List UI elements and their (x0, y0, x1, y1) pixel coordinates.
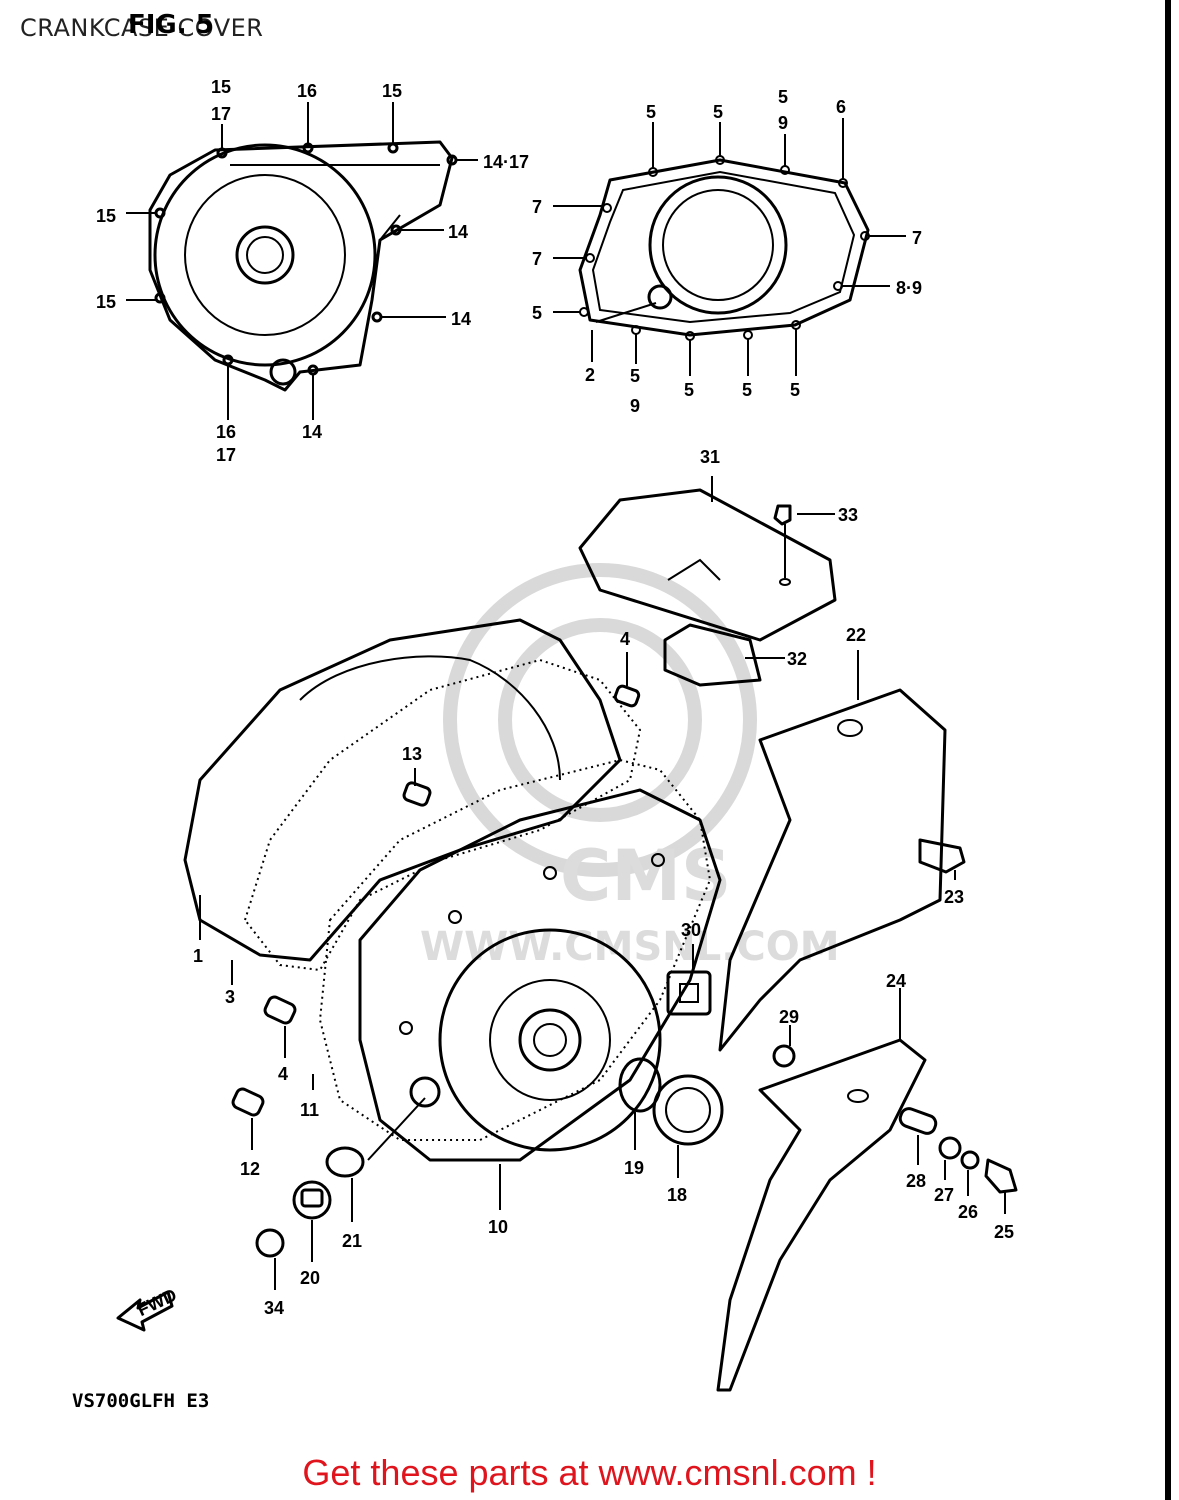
callout-label: 24 (886, 971, 906, 991)
callout-label: 15 (382, 81, 402, 101)
callout-label: 6 (836, 97, 846, 117)
footer-link[interactable]: Get these parts at www.cmsnl.com ! (302, 1452, 877, 1493)
callout-label: 20 (300, 1268, 320, 1288)
leaders-top-left (126, 102, 478, 420)
watermark-brand: CMS (560, 835, 731, 917)
callout-label: 19 (624, 1158, 644, 1178)
callout-label: 21 (342, 1231, 362, 1251)
callout-label: 5 (532, 303, 542, 323)
callout-label: 33 (838, 505, 858, 525)
callout-label: 5 (778, 87, 788, 107)
leaders-top-right (553, 118, 906, 376)
callout-label: 15 (96, 206, 116, 226)
callout-label: 15 (211, 77, 231, 97)
fwd-arrow: FWD (116, 1285, 180, 1332)
callout-label: 26 (958, 1202, 978, 1222)
callout-label: 5 (790, 380, 800, 400)
callout-label: 16 (216, 422, 236, 442)
callout-label: 29 (779, 1007, 799, 1027)
callout-label: 5 (646, 102, 656, 122)
callout-label: 15 (96, 292, 116, 312)
callout-label: 25 (994, 1222, 1014, 1242)
callout-label: 31 (700, 447, 720, 467)
callout-label: 34 (264, 1298, 284, 1318)
callout-label: 7 (532, 197, 542, 217)
leaders-main (199, 476, 1006, 1290)
small-parts (255, 970, 724, 1258)
crankcase-gaskets (183, 618, 642, 972)
callout-label: 7 (532, 249, 542, 269)
chain-cover-upper (578, 488, 837, 687)
figure-label: FIG. 5 (128, 10, 214, 40)
callout-label: 3 (225, 987, 235, 1007)
right-cover-top-view (578, 155, 870, 341)
callout-label: 14 (451, 309, 471, 329)
callout-label: 5 (713, 102, 723, 122)
chain-cover-rear (716, 1038, 1018, 1392)
page-border (1165, 0, 1171, 1500)
callout-label: 23 (944, 887, 964, 907)
chain-cover-front (718, 688, 966, 1052)
model-code: VS700GLFH E3 (72, 1390, 210, 1412)
callout-label: 16 (297, 81, 317, 101)
callout-label: 11 (300, 1100, 319, 1120)
callout-label: 8·9 (896, 278, 922, 298)
callout-label: 12 (240, 1159, 260, 1179)
callout-label: 18 (667, 1185, 687, 1205)
callout-label: 30 (681, 920, 701, 940)
callout-label: 10 (488, 1217, 508, 1237)
callout-label: 2 (585, 365, 595, 385)
callout-label: 9 (630, 396, 640, 416)
callout-label: 4 (278, 1064, 288, 1084)
callout-label: 17 (216, 445, 236, 465)
callout-label: 1 (193, 946, 203, 966)
callout-label: 5 (630, 366, 640, 386)
right-crankcase-cover (318, 758, 722, 1162)
callout-label: 5 (742, 380, 752, 400)
callout-label: 28 (906, 1171, 926, 1191)
callout-label: 4 (620, 629, 630, 649)
callout-label: 32 (787, 649, 807, 669)
page-title: CRANKCASE COVER (20, 14, 264, 42)
callout-label: 17 (211, 104, 231, 124)
callout-label: 14 (448, 222, 468, 242)
callout-label: 5 (684, 380, 694, 400)
callout-label: 9 (778, 113, 788, 133)
callout-label: 27 (934, 1185, 954, 1205)
dowel-pins (231, 684, 641, 1117)
callout-label: 7 (912, 228, 922, 248)
callout-label: 13 (402, 744, 422, 764)
left-crankcase-cover (148, 140, 458, 392)
callout-labels: 15 17 16 15 14·17 15 14 15 14 16 17 14 5… (96, 77, 1014, 1318)
callout-label: 14·17 (483, 152, 529, 172)
callout-label: 14 (302, 422, 322, 442)
callout-label: 22 (846, 625, 866, 645)
